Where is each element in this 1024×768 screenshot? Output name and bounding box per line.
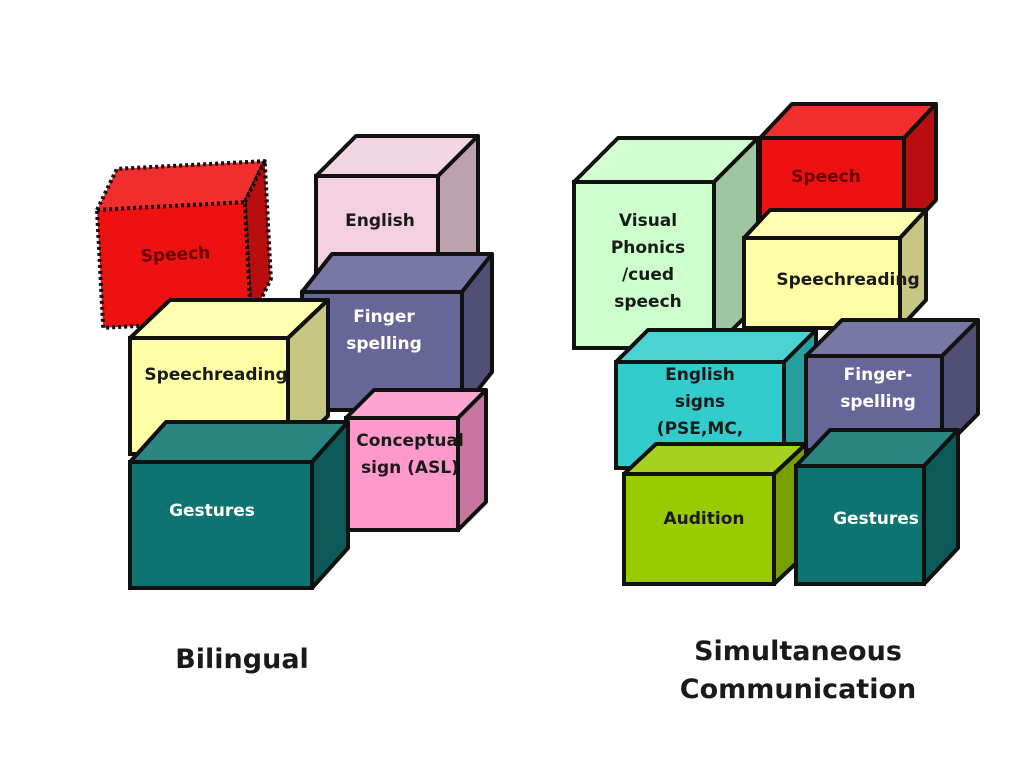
- block-label-line: English: [345, 211, 415, 231]
- block-label-line: sign (ASL): [361, 458, 459, 478]
- block-label-line: Speechreading: [144, 365, 287, 385]
- block-label-line: Audition: [664, 509, 745, 529]
- diagram-caption-line: Bilingual: [175, 644, 309, 675]
- block-front-face: [794, 464, 926, 586]
- block-gestures: Gestures: [794, 428, 960, 586]
- block-label: Gestures: [169, 501, 255, 521]
- block-label: Gestures: [833, 509, 919, 529]
- block-label: Speechreading: [144, 365, 287, 385]
- block-finger-spelling: Finger spelling: [300, 252, 494, 412]
- diagram-caption: Bilingual: [175, 644, 309, 675]
- block-label-line: Speechreading: [776, 270, 919, 290]
- block-label: Finger spelling: [346, 307, 422, 354]
- block-front-face: [128, 460, 314, 590]
- block-top-face: [300, 252, 494, 294]
- block-label-line: (PSE,MC,: [657, 419, 743, 439]
- block-front-face: [742, 236, 902, 330]
- block-label-line: signs: [675, 392, 725, 412]
- block-front-face: [622, 472, 776, 586]
- block-label-line: spelling: [346, 334, 422, 354]
- diagram-caption-line: Simultaneous: [694, 636, 902, 667]
- block-label-line: English: [665, 365, 735, 385]
- block-label-line: Speech: [140, 243, 211, 267]
- block-label-line: Conceptual: [356, 431, 464, 451]
- block-label-line: Speech: [791, 167, 861, 187]
- block-label: Finger-spelling: [840, 365, 916, 412]
- block-top-face: [742, 208, 928, 240]
- block-label: Audition: [664, 509, 745, 529]
- block-label: Speech: [791, 167, 861, 187]
- block-label-line: spelling: [840, 392, 916, 412]
- block-audition: Audition: [622, 442, 808, 586]
- block-label: English: [345, 211, 415, 231]
- block-label-line: Gestures: [833, 509, 919, 529]
- block-gestures: Gestures: [128, 420, 350, 590]
- block-conceptual-sign-asl: Conceptual sign (ASL): [344, 388, 488, 532]
- block-speech: Speech: [94, 159, 273, 330]
- block-label-line: Finger: [353, 307, 415, 327]
- block-front-face: [572, 180, 716, 350]
- block-label-line: Finger-: [844, 365, 913, 385]
- block-speechreading: Speechreading: [742, 208, 928, 330]
- block-label: Speech: [140, 243, 211, 267]
- block-label-line: Phonics: [611, 238, 685, 258]
- block-label-line: Visual: [619, 211, 677, 231]
- block-front-face: [344, 416, 460, 532]
- block-label: Conceptual sign (ASL): [356, 431, 464, 478]
- block-front-face: [94, 200, 254, 330]
- block-label-line: Gestures: [169, 501, 255, 521]
- block-label-line: speech: [614, 292, 682, 312]
- block-label: Speechreading: [776, 270, 919, 290]
- block-label-line: /cued: [622, 265, 674, 285]
- block-side-face: [456, 388, 488, 532]
- diagram-caption-line: Communication: [680, 674, 917, 705]
